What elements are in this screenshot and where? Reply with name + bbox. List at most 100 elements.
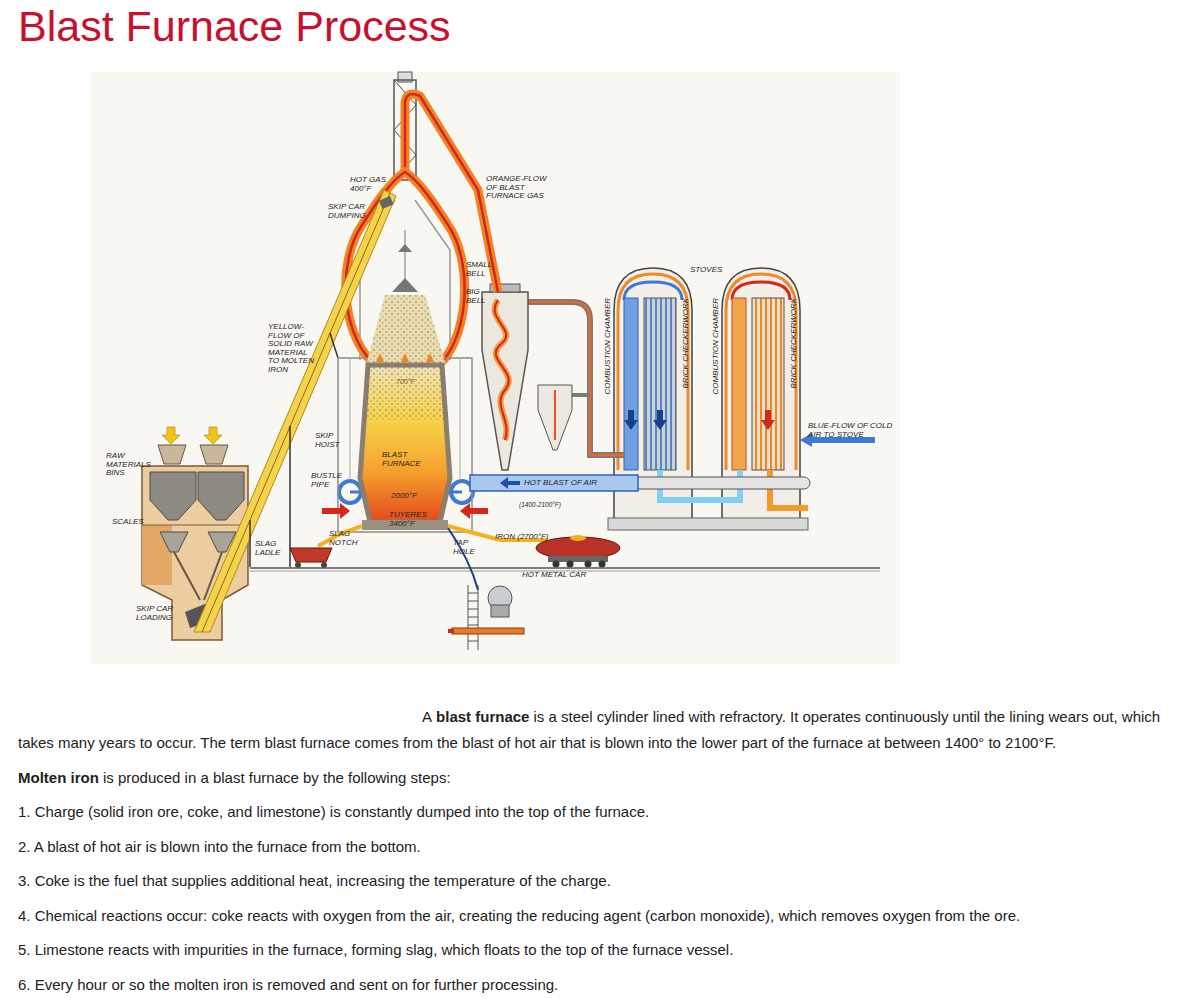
part-label: HOT METAL CAR — [522, 571, 586, 580]
part-label: 2000°F — [391, 492, 417, 501]
blast-furnace-body — [426, 353, 434, 362]
body-text: 3. Coke is the fuel that supplies additi… — [18, 872, 611, 889]
body-text: 2. A blast of hot air is blown into the … — [18, 838, 421, 855]
part-label: SLAG LADLE — [255, 540, 289, 557]
body-text: 1. Charge (solid iron ore, coke, and lim… — [18, 803, 649, 820]
skip-hoist — [249, 520, 251, 567]
hot-metal-car — [599, 561, 606, 568]
hot-blast-stoves — [624, 410, 638, 430]
hot-metal-car — [567, 561, 574, 568]
blast-furnace-body — [392, 278, 418, 292]
body-paragraph: 2. A blast of hot air is blown into the … — [18, 834, 1190, 860]
part-label: BRICK CHECKERWORK — [789, 298, 798, 389]
body-paragraph: 4. Chemical reactions occur: coke reacts… — [18, 903, 1190, 929]
illustration-background — [90, 72, 900, 664]
blast-furnace-body — [338, 358, 472, 532]
skip-hoist — [330, 333, 338, 358]
gas-flow-pipe — [405, 94, 498, 292]
raw-material-bins — [160, 532, 188, 552]
body-text: 6. Every hour or so the molten iron is r… — [18, 976, 558, 993]
part-label: IRON (2700°F) — [495, 533, 548, 542]
raw-material-bins — [162, 427, 180, 444]
part-label: SKIP HOIST — [315, 432, 347, 449]
raw-material-bins — [200, 445, 228, 464]
body-text: 4. Chemical reactions occur: coke reacts… — [18, 907, 1020, 924]
raw-material-bins — [204, 427, 222, 444]
part-label: BRICK CHECKERWORK — [681, 298, 690, 389]
part-label: COMBUSTION CHAMBER — [711, 298, 720, 394]
dust-catcher — [482, 292, 528, 470]
part-label: (1400-2100°F) — [519, 501, 561, 508]
raw-material-bins — [198, 472, 244, 520]
tuyere-arrow — [460, 503, 488, 519]
part-label: TUYERES 3400°F — [389, 511, 433, 528]
body-text: is produced in a blast furnace by the fo… — [103, 769, 451, 786]
tap-hole-machine — [491, 605, 509, 617]
blast-furnace-body — [350, 358, 351, 480]
slag-ladle-car — [295, 562, 301, 568]
part-label: SCALES — [112, 518, 144, 527]
hot-blast-stoves — [608, 518, 808, 530]
part-label: STOVES — [690, 266, 722, 275]
dust-catcher — [538, 385, 572, 450]
dust-catcher — [554, 390, 556, 440]
tap-hole-machine — [452, 628, 524, 634]
hot-blast-stoves — [624, 298, 638, 470]
body-paragraph: Molten ironis produced in a blast furnac… — [18, 765, 1190, 791]
part-label: SMALL BELL — [466, 261, 498, 278]
hot-blast-pipe — [470, 475, 638, 491]
raw-material-bins — [142, 525, 248, 526]
hot-blast-stoves — [726, 274, 796, 470]
hot-blast-stoves — [653, 410, 667, 430]
body-paragraph: 3. Coke is the fuel that supplies additi… — [18, 868, 1190, 894]
slag-ladle-car — [321, 562, 327, 568]
cast-house-runner — [318, 526, 548, 546]
part-label: TAP HOLE — [453, 539, 483, 556]
tap-hole-machine — [448, 528, 524, 650]
tuyere-arrow — [322, 503, 350, 519]
part-label: SLAG NOTCH — [329, 530, 365, 547]
illustration-background — [90, 72, 900, 664]
skip-hoist — [289, 426, 291, 567]
hot-metal-car — [570, 535, 586, 541]
hot-blast-stoves — [608, 268, 875, 530]
blast-furnace-body — [366, 295, 446, 365]
hot-blast-pipe — [500, 477, 520, 489]
body-paragraph: 1. Charge (solid iron ore, coke, and lim… — [18, 799, 1190, 825]
blast-furnace-body — [398, 244, 412, 252]
hot-blast-stoves — [624, 282, 682, 300]
part-label: BUSTLE PIPE — [311, 472, 347, 489]
hot-blast-stoves — [644, 298, 676, 470]
hot-blast-pipe — [630, 477, 810, 489]
slag-ladle-car — [290, 548, 332, 568]
body-paragraph: Ablast furnaceis a steel cylinder lined … — [18, 704, 1190, 756]
hot-metal-car — [536, 535, 620, 568]
body-paragraph: 5. Limestone reacts with impurities in t… — [18, 937, 1190, 963]
body-text: A — [422, 708, 432, 725]
dust-catcher — [495, 300, 509, 440]
part-label: SKIP CAR DUMPING — [328, 203, 376, 220]
raw-material-bins — [150, 472, 196, 520]
part-label: HOT BLAST OF AIR — [524, 479, 597, 488]
gas-flow-pipe — [405, 94, 498, 292]
part-label: ORANGE-FLOW OF BLAST FURNACE GAS — [486, 175, 558, 201]
body-text-block: Ablast furnaceis a steel cylinder lined … — [18, 704, 1190, 998]
part-label: BLAST FURNACE — [382, 451, 426, 468]
blast-furnace-body — [360, 365, 450, 522]
body-paragraph: 6. Every hour or so the molten iron is r… — [18, 972, 1190, 998]
part-label: COMBUSTION CHAMBER — [603, 298, 612, 394]
skip-hoist — [379, 196, 394, 209]
part-label: 700°F — [396, 378, 415, 386]
hot-blast-stoves — [761, 410, 775, 430]
blast-furnace-body — [366, 295, 446, 365]
blast-furnace-body — [460, 358, 461, 480]
part-label: HOT GAS 400°F — [350, 176, 394, 193]
part-label: BIG BELL — [466, 288, 492, 305]
hot-blast-stoves — [618, 274, 688, 470]
hot-blast-stoves — [732, 282, 790, 300]
hot-blast-stoves — [732, 298, 746, 470]
hot-blast-stoves — [752, 298, 784, 470]
hot-blast-pipe — [470, 475, 810, 491]
dust-catcher — [495, 300, 509, 440]
